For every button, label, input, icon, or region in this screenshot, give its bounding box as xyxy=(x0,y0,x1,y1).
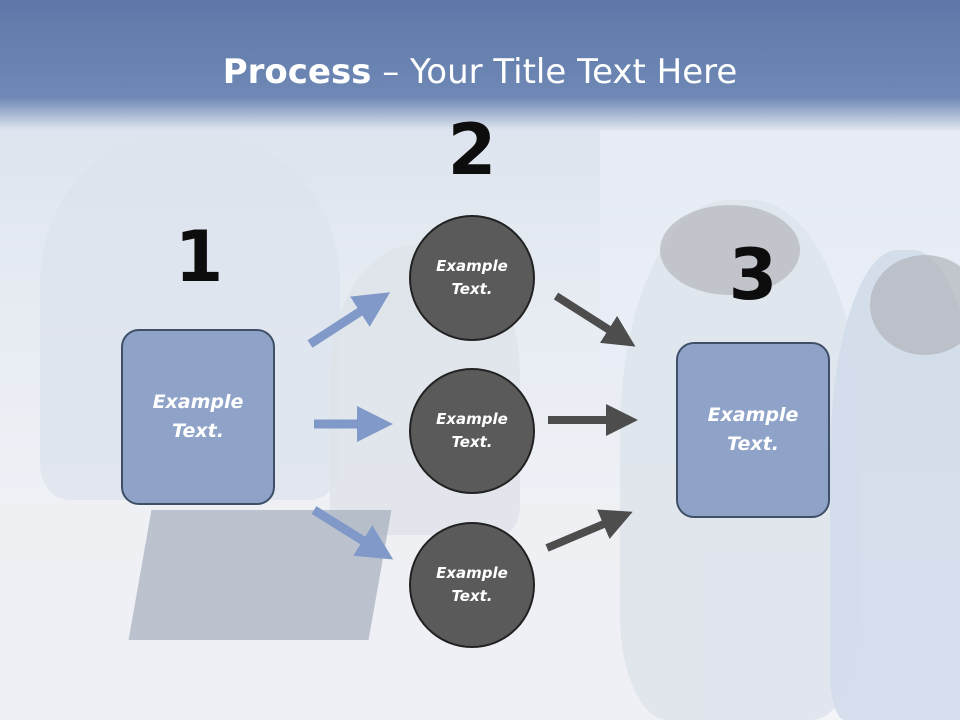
blue-arrow-down xyxy=(311,506,394,560)
left-text-box[interactable]: Example Text. xyxy=(121,329,275,505)
slide-title[interactable]: Process – Your Title Text Here xyxy=(0,52,960,92)
title-band xyxy=(0,0,960,130)
left-box-line2: Text. xyxy=(172,420,224,442)
circle-middle-line1: Example xyxy=(436,410,508,428)
right-box-line1: Example xyxy=(707,404,799,426)
circle-bottom-line1: Example xyxy=(436,564,508,582)
step-number-2: 2 xyxy=(447,109,497,191)
circle-node-middle[interactable]: Example Text. xyxy=(409,368,535,494)
circle-middle-line2: Text. xyxy=(451,433,493,451)
gray-arrow-down xyxy=(553,292,636,347)
circle-top-line1: Example xyxy=(436,257,508,275)
background-person-head xyxy=(870,255,960,355)
circle-bottom-line2: Text. xyxy=(451,587,493,605)
blue-arrow-up xyxy=(307,292,391,348)
title-rest: – Your Title Text Here xyxy=(371,52,738,92)
left-box-line1: Example xyxy=(152,391,244,413)
title-bold: Process xyxy=(222,52,372,92)
circle-node-bottom[interactable]: Example Text. xyxy=(409,522,535,648)
step-number-3: 3 xyxy=(728,234,778,316)
right-text-box[interactable]: Example Text. xyxy=(676,342,830,518)
circle-top-line2: Text. xyxy=(451,280,493,298)
gray-arrow-up xyxy=(545,509,633,552)
right-box-line2: Text. xyxy=(727,433,779,455)
circle-node-top[interactable]: Example Text. xyxy=(409,215,535,341)
step-number-1: 1 xyxy=(174,216,224,298)
background-person-head xyxy=(660,205,800,295)
